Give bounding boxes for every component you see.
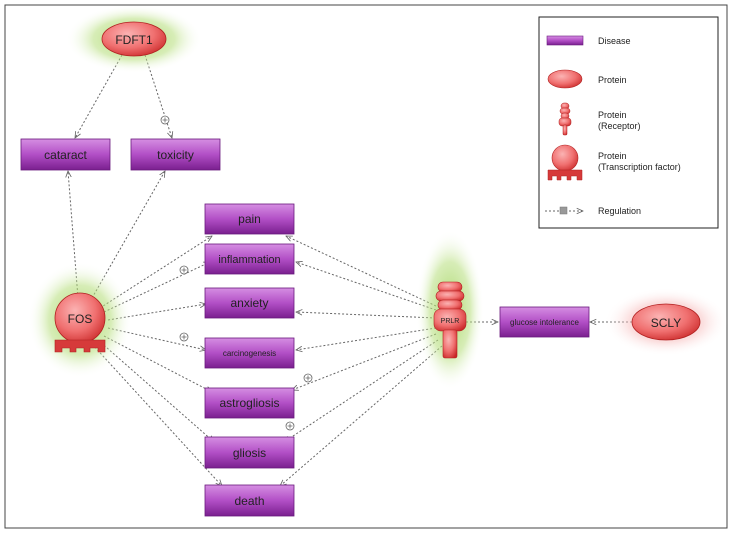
disease-death[interactable]: death [204,484,295,517]
carcinogenesis-label: carcinogenesis [223,349,276,358]
edge-prlr-pain [286,235,437,307]
disease-toxicity[interactable]: toxicity [130,138,221,171]
glucose-intolerance-label: glucose intolerance [510,318,579,327]
fos-label: FOS [68,312,93,326]
legend-protein-swatch [547,69,583,89]
legend-regulation-label: Regulation [598,206,641,216]
death-label: death [234,494,264,508]
gliosis-label: gliosis [233,446,266,460]
legend-disease-label: Disease [598,36,631,46]
prlr-label: PRLR [441,318,460,325]
edge-prlr-astrogliosis [292,333,437,390]
legend-receptor-label2: (Receptor) [598,121,641,131]
edge-fos-inflammation [103,261,210,313]
edge-fos-death [91,343,222,486]
legend-disease-swatch [546,35,584,46]
legend-tf-label1: Protein [598,151,627,161]
scly-label: SCLY [651,316,681,330]
legend-tf-label2: (Transcription factor) [598,162,681,172]
disease-pain[interactable]: pain [204,203,295,235]
astrogliosis-label: astrogliosis [219,396,279,410]
legend: Disease Protein Protein (Receptor) Prote… [538,16,719,229]
disease-cataract[interactable]: cataract [20,138,111,171]
disease-gliosis[interactable]: gliosis [204,436,295,469]
pain-label: pain [238,212,261,226]
fdft1-label: FDFT1 [115,33,153,47]
legend-regulation-swatch [545,206,583,215]
prlr-node[interactable]: PRLR [416,230,484,390]
edge-prlr-inflammation [296,262,437,311]
disease-glucose-intolerance[interactable]: glucose intolerance [499,306,590,338]
disease-astrogliosis[interactable]: astrogliosis [204,387,295,419]
plus-markers [160,115,313,431]
legend-tf-swatch [547,144,583,181]
legend-protein-label: Protein [598,75,627,85]
toxicity-label: toxicity [157,148,194,162]
disease-anxiety[interactable]: anxiety [204,287,295,319]
edge-prlr-anxiety [296,312,437,319]
scly-node[interactable]: SCLY [604,288,728,356]
fos-node[interactable]: FOS [28,262,132,378]
edge-prlr-gliosis [284,339,439,442]
disease-carcinogenesis[interactable]: carcinogenesis [204,337,295,369]
disease-inflammation[interactable]: inflammation [204,243,295,275]
anxiety-label: anxiety [230,296,268,310]
cataract-label: cataract [44,148,87,162]
legend-receptor-swatch [558,102,572,136]
legend-receptor-label1: Protein [598,110,627,120]
fdft1-node[interactable]: FDFT1 [66,5,202,73]
edge-fdft1-toxicity [144,54,172,138]
inflammation-label: inflammation [218,254,280,266]
